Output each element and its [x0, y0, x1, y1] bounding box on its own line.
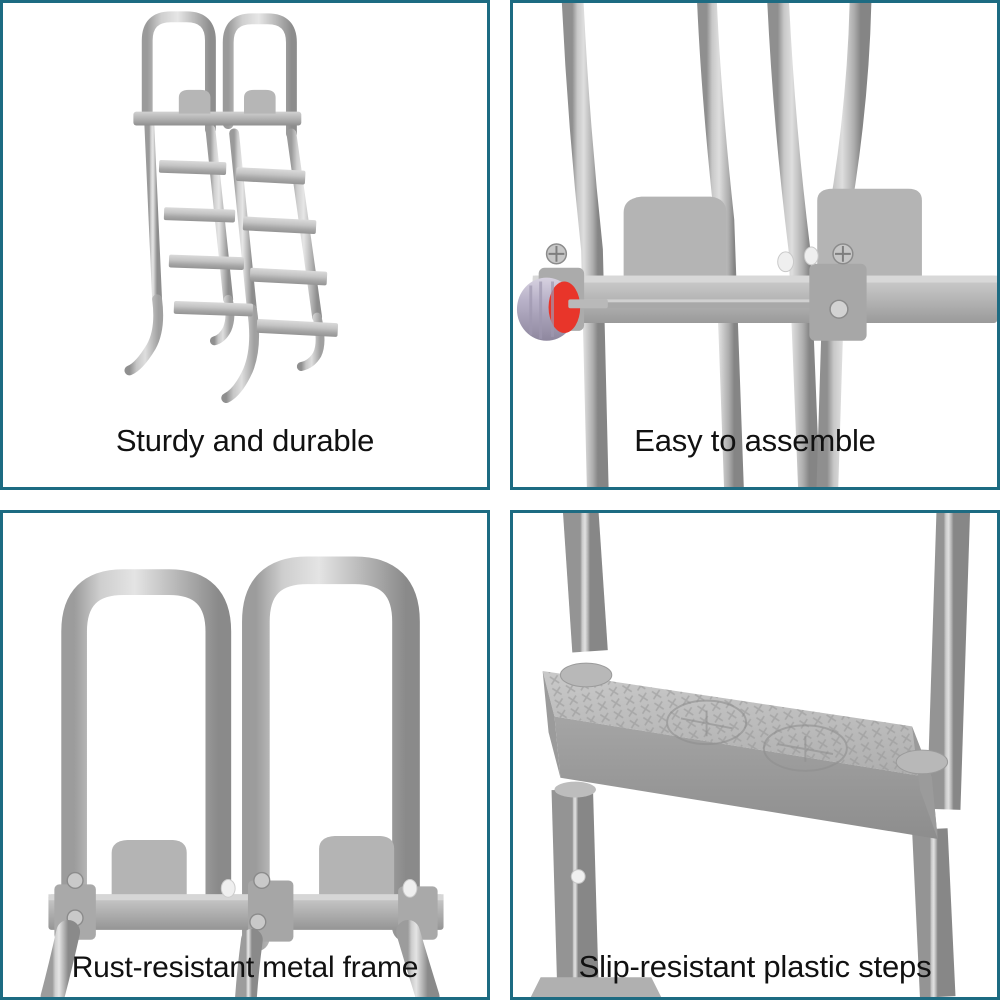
screw-head-center-lower [249, 913, 267, 931]
no-diving-cross-2 [777, 736, 834, 762]
crossbar-tab-left [178, 89, 211, 114]
plastic-tab-left [111, 839, 187, 907]
step [168, 254, 245, 270]
leg-left [40, 919, 81, 997]
top-crossbar [133, 111, 302, 126]
step-grip-texture [542, 671, 932, 778]
ladder-right-assembly [221, 13, 325, 404]
no-diving-roundel-1 [666, 699, 748, 746]
top-crossbar-group [133, 89, 302, 126]
panel-caption-assemble: Easy to assemble [634, 423, 876, 458]
screwdriver-icon [516, 3, 997, 487]
white-cap-left [220, 878, 236, 898]
handrail-right [242, 556, 420, 952]
screwdriver-shaft [568, 299, 608, 309]
panel-caption-sturdy: Sturdy and durable [115, 423, 375, 458]
feature-panel-frame: Rust-resistant metal frame [0, 510, 490, 1000]
screw-head-center [253, 871, 271, 890]
screwdriver-handle [516, 277, 608, 341]
step-icon [530, 513, 971, 997]
crossbar-tab-right [244, 89, 276, 114]
step-left-end-cap [542, 671, 561, 778]
no-diving-roundel-2 [762, 724, 848, 772]
feature-panel-sturdy: Sturdy and durable [0, 0, 490, 490]
post-left-upper [563, 513, 608, 653]
ladder-left-assembly [124, 11, 235, 376]
bolt-head-center [829, 299, 849, 319]
white-cap-2 [803, 246, 819, 266]
screwdriver-grip-ridges [529, 281, 554, 339]
metal-frame-icon [40, 556, 444, 997]
handrail-tube-right-outer [222, 13, 297, 139]
adjust-pin-button [570, 869, 586, 884]
post-joint-collar [554, 781, 596, 798]
step [235, 167, 306, 185]
screw-head-left [66, 871, 84, 890]
ladder-rail-right-front [229, 128, 257, 315]
step-collar-right [895, 749, 949, 775]
panel-caption-steps: Slip-resistant plastic steps [578, 949, 932, 984]
plastic-tab-left [623, 196, 727, 282]
step-front-face [554, 716, 938, 839]
panel-caption-frame: Rust-resistant metal frame [71, 951, 419, 984]
base-foot-left [530, 977, 662, 997]
ladder-icon [124, 11, 339, 404]
ladder-foot-left [124, 294, 164, 376]
post-right-lower [912, 828, 956, 997]
step [256, 319, 339, 337]
step-embossed-logos [666, 699, 848, 772]
handrail-left [61, 569, 232, 941]
crossbar-highlight [48, 894, 444, 901]
ladder-foot-right-front [221, 304, 260, 404]
ladder-rail-left-front [144, 116, 163, 305]
step [249, 267, 328, 286]
leg-center [235, 928, 263, 997]
step [158, 159, 227, 175]
crossbar [48, 894, 444, 930]
feature-panel-steps: Slip-resistant plastic steps [510, 510, 1000, 1000]
handrail-tube-left-outer [141, 11, 216, 135]
step [242, 216, 317, 234]
crossbar-highlight [532, 275, 997, 283]
post-left-lower [551, 788, 599, 997]
ladder-steps-left [158, 159, 254, 317]
white-cap-right [402, 878, 418, 898]
ladder-steps-right [235, 167, 339, 337]
screwdriver-red-cap [548, 281, 581, 333]
frame-tube-1 [561, 3, 609, 487]
screw-slot-left [548, 245, 565, 262]
leg-right [396, 919, 440, 997]
no-diving-cross-1 [680, 710, 733, 737]
bolt-track-highlight [574, 299, 839, 303]
step [163, 207, 236, 223]
step-collar-left [559, 662, 613, 688]
frame-tube-3 [767, 3, 820, 487]
white-cap-1 [777, 251, 795, 273]
screw-slot-right [835, 245, 851, 262]
step [173, 300, 254, 317]
feature-panel-assemble: Easy to assemble [510, 0, 1000, 490]
